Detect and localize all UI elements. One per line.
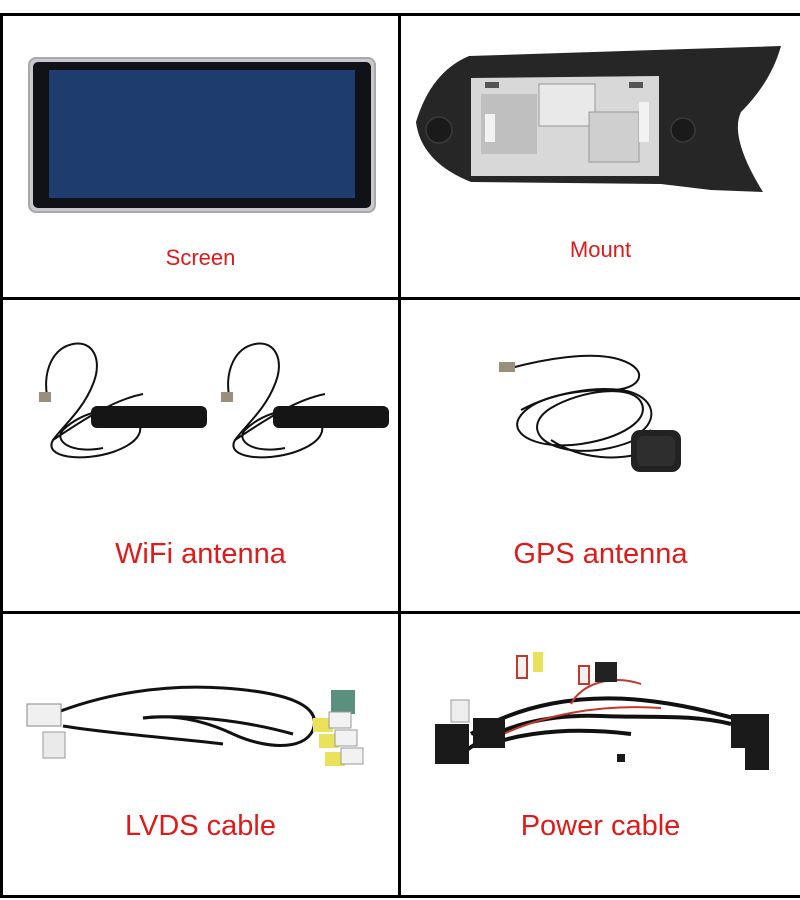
lvds-cable-image: [26, 685, 364, 766]
cell-screen: Screen: [3, 16, 398, 297]
label-gps-antenna: GPS antenna: [513, 538, 688, 570]
label-wifi-antenna: WiFi antenna: [115, 538, 286, 570]
cell-wifi-antenna: WiFi antenna: [3, 300, 398, 611]
cell-power-cable: Power cable: [401, 614, 800, 895]
cell-lvds-cable: LVDS cable: [3, 614, 398, 895]
grid-line-left: [0, 13, 3, 898]
cell-mount: Mount: [401, 16, 800, 297]
mount-image: [416, 46, 781, 192]
label-mount: Mount: [569, 237, 632, 262]
label-power-cable: Power cable: [520, 810, 681, 842]
grid-line-middle: [398, 13, 401, 898]
cell-gps-antenna: GPS antenna: [401, 300, 800, 611]
wifi-antenna-image: [39, 342, 389, 459]
screen-image: [28, 57, 376, 213]
power-cable-image: [435, 652, 769, 770]
gps-antenna-image: [499, 354, 681, 472]
label-lvds-cable: LVDS cable: [125, 810, 276, 842]
label-screen: Screen: [165, 245, 236, 270]
